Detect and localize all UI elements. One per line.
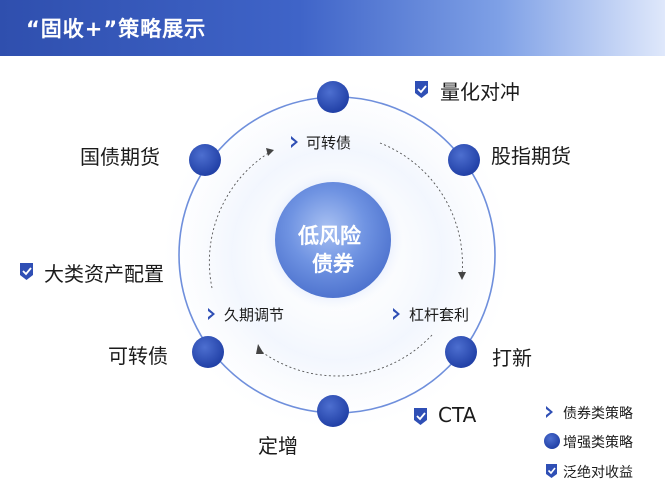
arrow-head-right xyxy=(458,272,466,280)
legend-enhanced-strategy: 增强类策略 xyxy=(563,435,633,451)
shield-check-icon xyxy=(415,81,428,98)
shield-check-icon xyxy=(20,263,33,280)
chevron-right-icon xyxy=(291,136,298,148)
page-title: “固收+”策略展示 xyxy=(26,17,207,41)
node-upper-right xyxy=(448,144,480,176)
chevron-right-icon xyxy=(546,406,553,418)
label-convertible: 可转债 xyxy=(108,344,168,368)
label-cta: CTA xyxy=(438,403,477,427)
label-quant-hedge: 量化对冲 xyxy=(440,80,520,104)
label-ipo: 打新 xyxy=(492,346,532,370)
legend-absolute-return: 泛绝对收益 xyxy=(563,465,633,481)
label-asset-allocation: 大类资产配置 xyxy=(44,262,164,286)
node-bottom xyxy=(317,395,349,427)
node-top xyxy=(317,81,349,113)
arrow-head-left xyxy=(266,148,274,156)
inner-item-duration: 久期调节 xyxy=(224,306,285,324)
header-bar: “固收+”策略展示 xyxy=(0,0,665,56)
shield-check-icon xyxy=(414,408,427,425)
label-treasury-futures: 国债期货 xyxy=(80,145,160,169)
center-label-1: 低风险 xyxy=(298,224,361,248)
shield-check-icon xyxy=(546,464,557,478)
legend-dot xyxy=(544,433,560,449)
node-lower-right xyxy=(445,336,477,368)
chevron-right-icon xyxy=(208,308,215,320)
dashed-arc-right xyxy=(379,142,463,276)
label-private-placement: 定增 xyxy=(258,434,298,458)
label-index-futures: 股指期货 xyxy=(491,144,571,168)
center-label-2: 债券 xyxy=(312,252,354,276)
node-upper-left xyxy=(189,144,221,176)
legend-bond-strategy: 债券类策略 xyxy=(563,406,633,422)
node-lower-left xyxy=(192,336,224,368)
inner-item-leverage: 杠杆套利 xyxy=(409,306,470,324)
inner-item-convertible: 可转债 xyxy=(306,134,352,152)
chevron-right-icon xyxy=(393,308,400,320)
center-circle xyxy=(275,182,391,298)
arrow-head-bottom xyxy=(256,344,264,354)
